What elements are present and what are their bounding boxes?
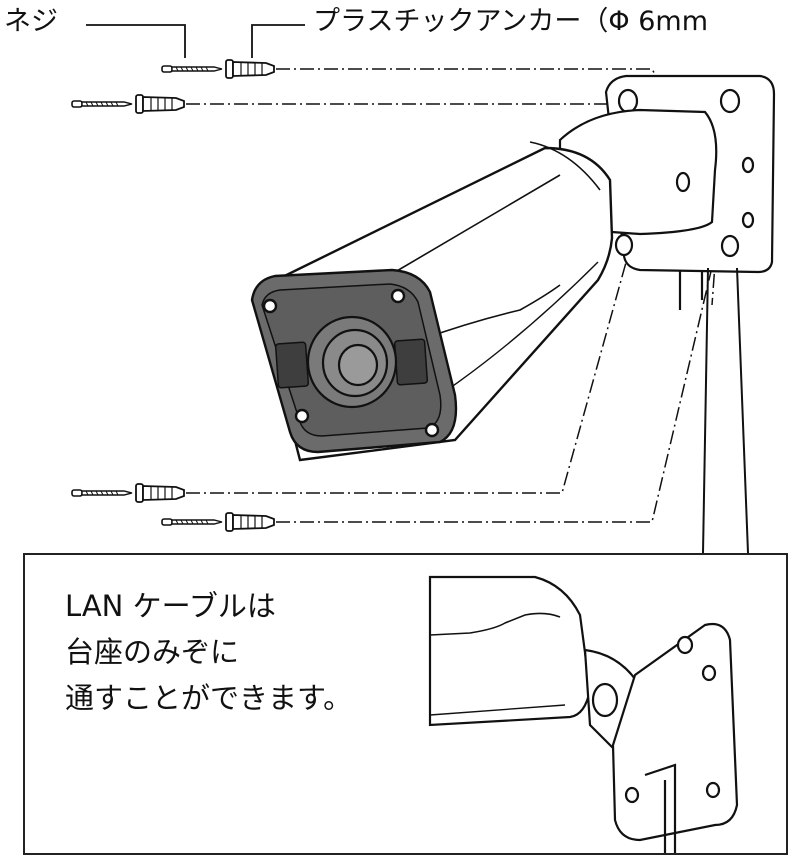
camera-lens bbox=[306, 315, 398, 409]
inset-caption: LAN ケーブルは 台座のみぞに 通すことができます。 bbox=[65, 583, 352, 721]
screw-bottom bbox=[161, 518, 223, 526]
inset-line-1: LAN ケーブルは bbox=[65, 589, 276, 623]
screw-leader-line bbox=[86, 24, 186, 58]
screw-second bbox=[71, 100, 133, 108]
screw-label: ネジ bbox=[4, 6, 58, 37]
screw-third bbox=[71, 489, 133, 497]
screw-top bbox=[161, 65, 223, 73]
inset-mount-closeup bbox=[428, 575, 739, 853]
inset-callout-lines bbox=[702, 267, 749, 554]
anchor-bottom bbox=[225, 512, 275, 532]
anchor-top bbox=[225, 59, 275, 79]
anchor-second bbox=[135, 94, 185, 114]
inset-line-2: 台座のみぞに bbox=[65, 635, 240, 669]
anchor-third bbox=[135, 483, 185, 503]
anchor-leader-line bbox=[251, 24, 305, 58]
lan-cable-inset: LAN ケーブルは 台座のみぞに 通すことができます。 bbox=[23, 553, 788, 855]
plastic-anchor-label: プラスチックアンカー（Φ 6mm bbox=[313, 6, 708, 37]
inset-line-3: 通すことができます。 bbox=[65, 681, 353, 715]
